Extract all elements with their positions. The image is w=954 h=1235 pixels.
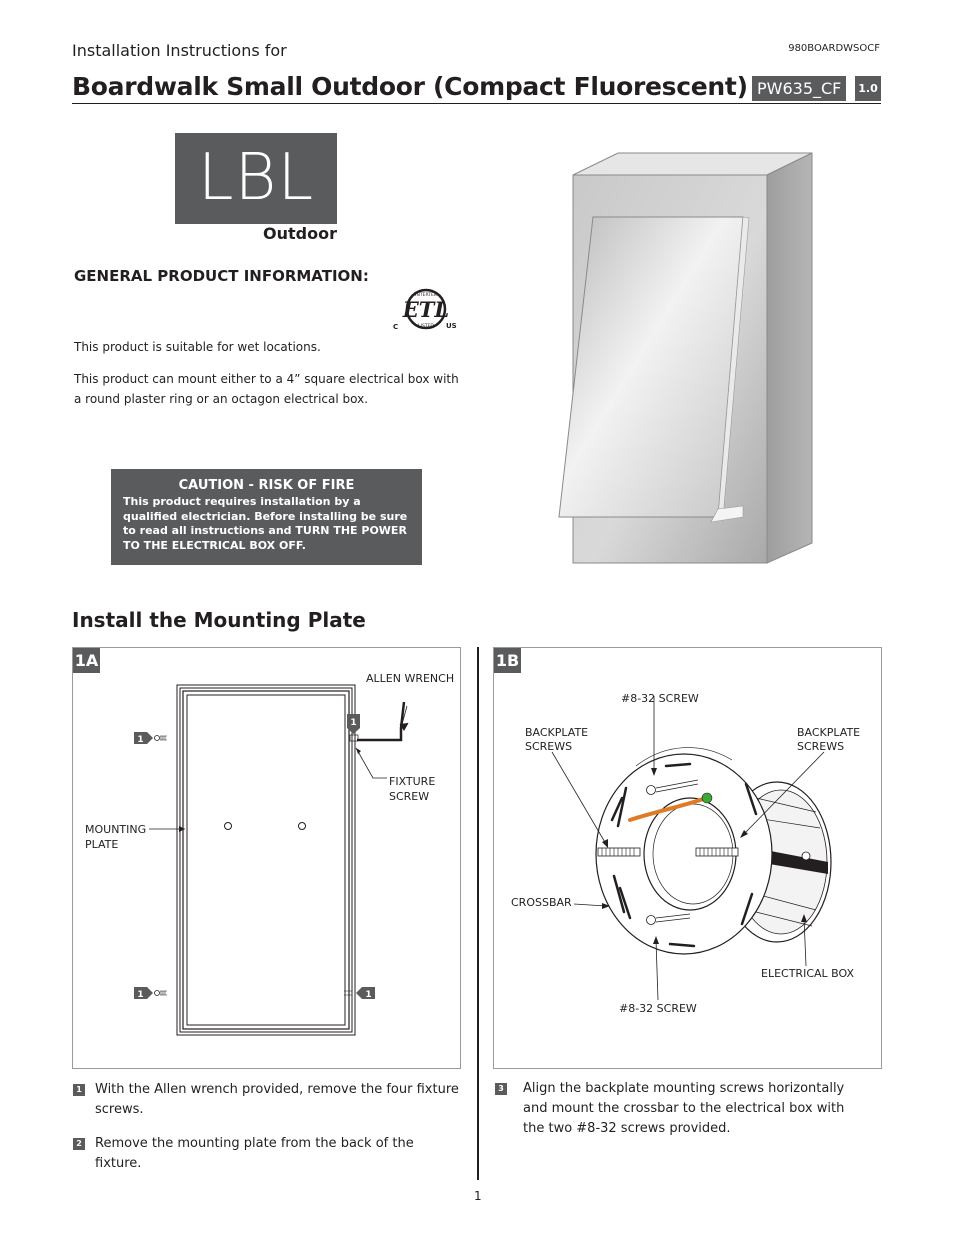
label-mounting-plate-1: MOUNTING <box>85 823 147 836</box>
step-2: 2 Remove the mounting plate from the bac… <box>73 1134 463 1178</box>
label-screw-top: #8-32 SCREW <box>621 692 699 705</box>
step-text: Remove the mounting plate from the back … <box>95 1136 414 1171</box>
label-allen-wrench: ALLEN WRENCH <box>366 672 455 685</box>
label-backplate-left-1: BACKPLATE <box>525 726 589 739</box>
svg-text:1: 1 <box>365 990 371 1000</box>
header-subtitle: Installation Instructions for <box>72 41 287 60</box>
crossbar-icon <box>595 747 773 955</box>
ground-wire <box>628 796 708 822</box>
etl-c: C <box>393 323 398 331</box>
document-code: 980BOARDWSOCF <box>788 43 880 54</box>
step-text: Align the backplate mounting screws hori… <box>523 1081 845 1136</box>
caution-body: This product requires installation by a … <box>123 495 408 552</box>
brand-logo-subtitle: Outdoor <box>263 224 337 243</box>
page-title: Boardwalk Small Outdoor (Compact Fluores… <box>72 72 748 101</box>
etl-mark: ETL <box>402 297 449 322</box>
panel-tag-1a: 1A <box>73 648 100 673</box>
step-number: 3 <box>495 1083 507 1095</box>
etl-bottom-text: LISTED <box>418 323 434 329</box>
label-fixture-screw-2: SCREW <box>389 790 430 803</box>
step-3: 3 Align the backplate mounting screws ho… <box>495 1079 885 1143</box>
fixture-illustration <box>558 152 813 564</box>
fixture-screw-callout-bottom-left: 1 <box>134 987 167 1000</box>
info-paragraph-mounting: This product can mount either to a 4” sq… <box>74 372 459 406</box>
mounting-plate-diagram: 1 1 1 1 <box>134 684 409 1036</box>
label-crossbar: CROSSBAR <box>511 896 572 909</box>
step-text: With the Allen wrench provided, remove t… <box>95 1082 459 1117</box>
version-badge: 1.0 <box>855 76 881 101</box>
label-backplate-right-2: SCREWS <box>797 740 845 753</box>
page-number: 1 <box>474 1189 482 1203</box>
allen-wrench-icon <box>357 701 406 742</box>
column-divider <box>477 647 479 1180</box>
general-info-heading: GENERAL PRODUCT INFORMATION: <box>74 267 369 285</box>
label-screw-bottom: #8-32 SCREW <box>619 1002 697 1015</box>
label-backplate-right-1: BACKPLATE <box>797 726 861 739</box>
svg-text:1: 1 <box>137 735 143 745</box>
fixture-screw-callout-top-right: 1 <box>347 714 360 742</box>
panel-tag-1b: 1B <box>494 648 521 673</box>
info-paragraph-wet: This product is suitable for wet locatio… <box>74 340 321 354</box>
label-fixture-screw-1: FIXTURE <box>389 775 436 788</box>
model-badge: PW635_CF <box>752 76 847 101</box>
svg-text:1: 1 <box>137 990 143 1000</box>
brand-logo: LBL <box>175 133 337 224</box>
fixture-screw-callout-top-left: 1 <box>134 732 167 745</box>
fixture-screw-callout-bottom-right: 1 <box>344 987 375 1000</box>
diagram-panel-1a: 1A 1 1 1 1 <box>72 647 461 1069</box>
step-number: 2 <box>73 1138 85 1150</box>
svg-text:1: 1 <box>350 718 356 728</box>
label-backplate-left-2: SCREWS <box>525 740 573 753</box>
title-rule <box>72 103 881 104</box>
crossbar-diagram <box>551 696 832 1001</box>
step-number: 1 <box>73 1084 85 1096</box>
etl-us: US <box>446 322 457 330</box>
caution-title: CAUTION - RISK OF FIRE <box>178 478 355 493</box>
etl-top-text: INTERTEK <box>415 292 438 298</box>
etl-listed-icon: ETL INTERTEK LISTED C US <box>393 288 457 331</box>
step-1: 1 With the Allen wrench provided, remove… <box>73 1080 463 1124</box>
label-mounting-plate-2: PLATE <box>85 838 119 851</box>
label-electrical-box: ELECTRICAL BOX <box>761 967 854 980</box>
diagram-panel-1b: 1B <box>493 647 882 1069</box>
caution-box: CAUTION - RISK OF FIRE This product requ… <box>111 469 422 565</box>
section-heading: Install the Mounting Plate <box>72 608 366 632</box>
